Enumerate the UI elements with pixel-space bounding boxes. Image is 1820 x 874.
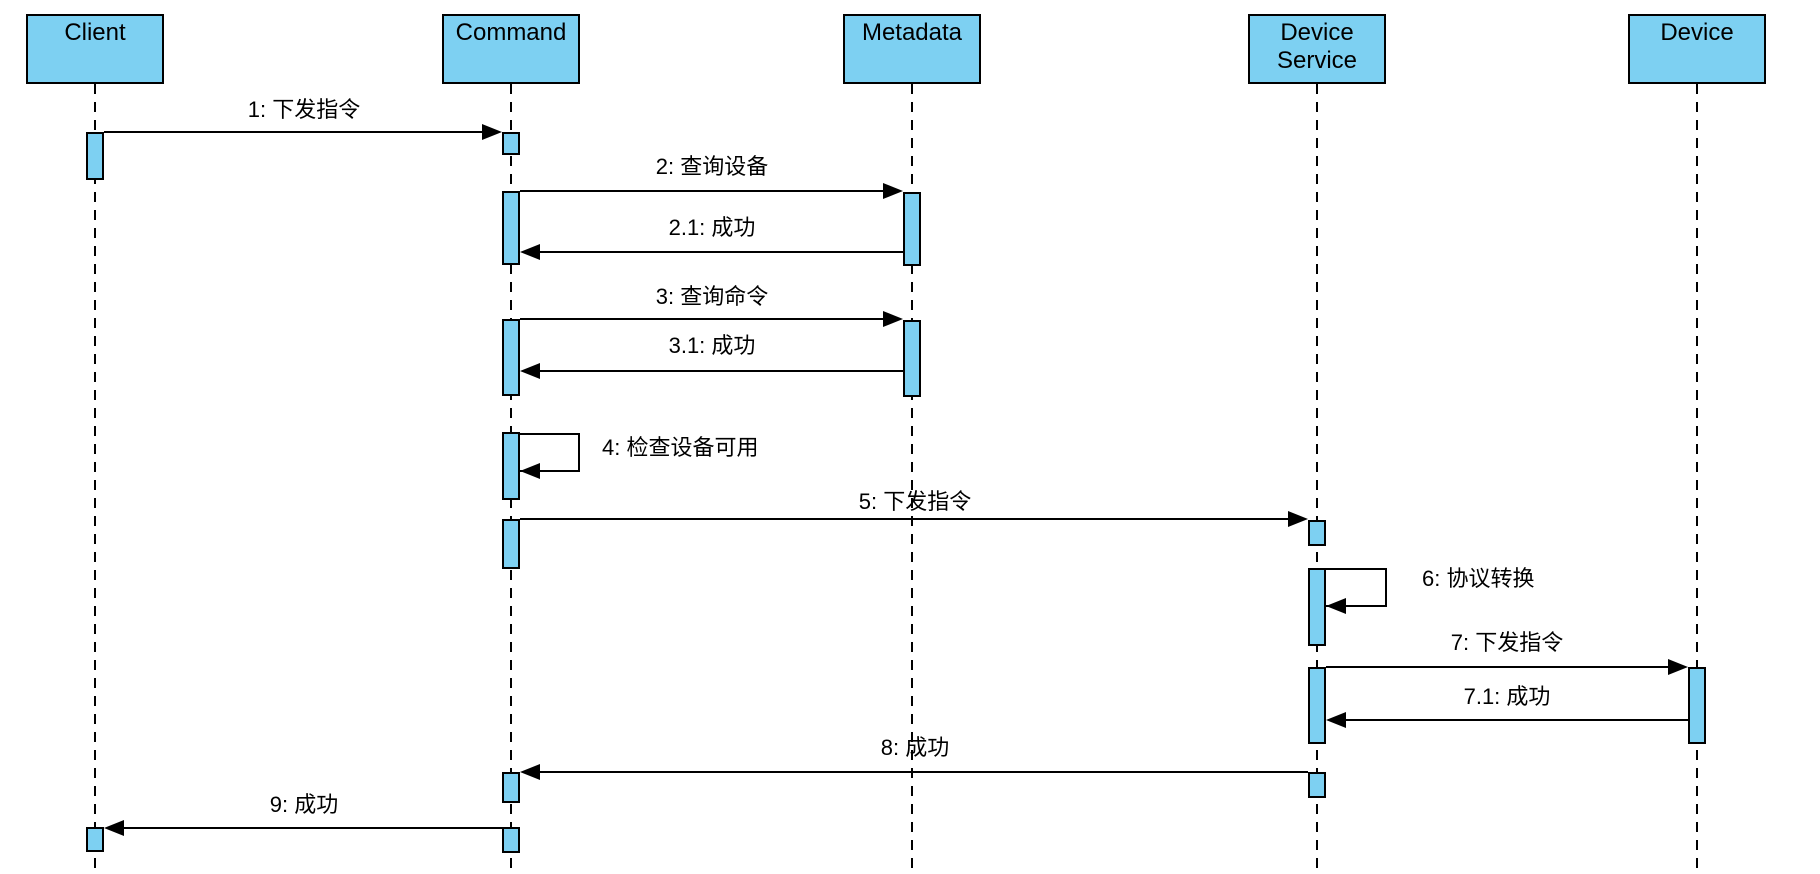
activation-client-msg1 <box>86 132 104 180</box>
message-label-2-1: 2.1: 成功 <box>668 215 756 240</box>
actor-box-device: Device <box>1628 14 1766 84</box>
arrowhead-icon-msg5 <box>1288 511 1308 527</box>
arrowhead-icon-msg3 <box>883 311 903 327</box>
self-message-loop-4 <box>520 433 580 472</box>
activation-command-msg8 <box>502 772 520 803</box>
arrowhead-icon-msg3-1 <box>520 363 540 379</box>
activation-device-service-msg5 <box>1308 520 1326 546</box>
actor-box-command: Command <box>442 14 580 84</box>
activation-device-service-msg8 <box>1308 772 1326 798</box>
arrowhead-icon-msg9 <box>104 820 124 836</box>
message-label-6: 6: 协议转换 <box>1422 566 1535 591</box>
message-label-9: 9: 成功 <box>269 792 339 817</box>
activation-device-msg7 <box>1688 667 1706 744</box>
message-line-1 <box>104 131 484 133</box>
activation-command-msg4 <box>502 432 520 500</box>
lifeline-metadata <box>911 84 913 874</box>
activation-command-msg9 <box>502 827 520 853</box>
arrowhead-icon-msg7 <box>1668 659 1688 675</box>
activation-command-msg3 <box>502 319 520 396</box>
arrowhead-icon-msg4 <box>520 463 540 479</box>
activation-metadata-msg2 <box>903 192 921 266</box>
message-line-5 <box>520 518 1288 520</box>
message-label-5: 5: 下发指令 <box>858 489 972 514</box>
message-label-7-1: 7.1: 成功 <box>1463 684 1551 709</box>
activation-command-msg5 <box>502 519 520 569</box>
arrowhead-icon-msg7-1 <box>1326 712 1346 728</box>
arrowhead-icon-msg6 <box>1326 598 1346 614</box>
message-line-8 <box>540 771 1308 773</box>
message-line-7-1 <box>1346 719 1688 721</box>
arrowhead-icon-msg8 <box>520 764 540 780</box>
lifeline-client <box>94 84 96 874</box>
arrowhead-icon-msg2-1 <box>520 244 540 260</box>
actor-box-client: Client <box>26 14 164 84</box>
message-label-3: 3: 查询命令 <box>655 284 769 309</box>
activation-client-msg9 <box>86 827 104 852</box>
activation-device-service-msg7 <box>1308 667 1326 744</box>
message-label-4: 4: 检查设备可用 <box>602 435 759 460</box>
message-line-3 <box>520 318 885 320</box>
lifeline-device <box>1696 84 1698 874</box>
self-message-loop-6 <box>1326 568 1387 607</box>
message-label-8: 8: 成功 <box>880 735 950 760</box>
message-line-7 <box>1326 666 1668 668</box>
actor-box-metadata: Metadata <box>843 14 981 84</box>
activation-command-msg2 <box>502 191 520 265</box>
arrowhead-icon-msg2 <box>883 183 903 199</box>
activation-command-msg1 <box>502 132 520 155</box>
message-label-2: 2: 查询设备 <box>655 154 769 179</box>
message-line-2 <box>520 190 885 192</box>
lifeline-device-service <box>1316 84 1318 874</box>
activation-device-service-msg6 <box>1308 568 1326 646</box>
actor-box-device-service: Device Service <box>1248 14 1386 84</box>
activation-metadata-msg3 <box>903 320 921 397</box>
message-label-1: 1: 下发指令 <box>247 97 361 122</box>
message-line-9 <box>124 827 502 829</box>
message-label-7: 7: 下发指令 <box>1450 630 1564 655</box>
message-line-3-1 <box>540 370 903 372</box>
message-label-3-1: 3.1: 成功 <box>668 333 756 358</box>
arrowhead-icon-msg1 <box>482 124 502 140</box>
message-line-2-1 <box>540 251 903 253</box>
